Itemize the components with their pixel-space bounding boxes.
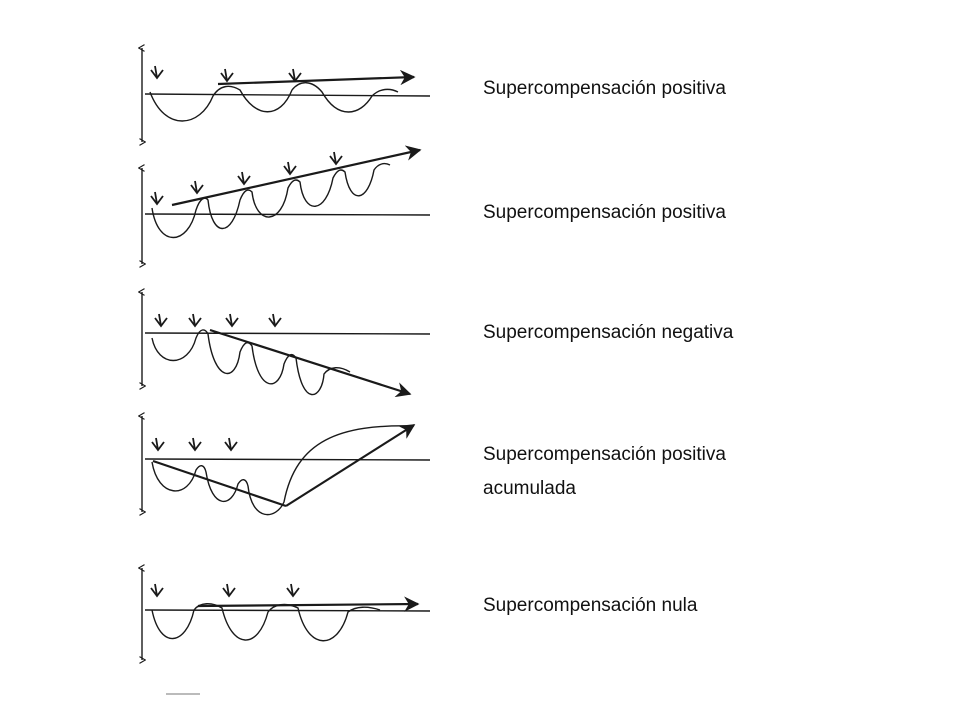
diagram-row-3 (142, 292, 431, 398)
row-4-label-text-line2: acumulada (483, 478, 576, 499)
row-2-label-text: Supercompensación positiva (483, 202, 726, 223)
stimulus-marker-icon (288, 68, 302, 83)
baseline (144, 609, 431, 612)
trend-arrow (217, 69, 416, 86)
row-5-label-text: Supercompensación nula (483, 595, 698, 616)
fatigue-recovery-curve (149, 82, 399, 122)
row-4-label-text: Supercompensación positiva (483, 444, 726, 465)
stimulus-marker-icon (188, 313, 202, 328)
stimulus-marker-icon (220, 68, 234, 83)
stimulus-marker-icon (222, 583, 236, 598)
baseline (144, 93, 431, 97)
stimulus-marker-icon (283, 161, 297, 176)
stimulus-marker-icon (224, 437, 238, 452)
diagram-row-2 (142, 145, 431, 264)
row-1-label: Supercompensación positiva (483, 72, 726, 106)
baseline (144, 213, 431, 216)
diagram-row-5 (142, 568, 431, 660)
row-3-label-text: Supercompensación negativa (483, 322, 734, 343)
stimulus-marker-icon (151, 437, 165, 452)
trend-line (152, 459, 287, 508)
row-5-label: Supercompensación nula (483, 589, 697, 623)
stimulus-marker-icon (188, 437, 202, 452)
stimulus-marker-icon (237, 171, 251, 186)
stimulus-marker-icon (150, 583, 164, 598)
row-4-label: Supercompensación positiva acumulada (483, 438, 726, 506)
fatigue-recovery-curve (151, 425, 415, 516)
row-3-label: Supercompensación negativa (483, 316, 733, 350)
fatigue-recovery-curve (151, 603, 381, 642)
stimulus-marker-icon (329, 151, 343, 166)
stimulus-marker-icon (190, 180, 204, 195)
row-1-label-text: Supercompensación positiva (483, 78, 726, 99)
stimulus-marker-icon (268, 313, 282, 328)
trend-arrow (197, 596, 420, 612)
row-2-label: Supercompensación positiva (483, 196, 726, 230)
fatigue-recovery-curve (151, 329, 351, 396)
stimulus-marker-icon (286, 583, 300, 598)
trend-arrow (209, 328, 412, 398)
baseline (144, 458, 431, 461)
stimulus-marker-icon (150, 191, 164, 206)
stimulus-marker-icon (154, 313, 168, 328)
diagram-row-1 (142, 48, 431, 142)
baseline (144, 332, 431, 335)
diagram-row-4 (142, 416, 431, 516)
stimulus-marker-icon (225, 313, 239, 328)
stimulus-marker-icon (150, 65, 164, 80)
trend-arrow (171, 145, 422, 207)
trend-arrow (285, 424, 416, 507)
